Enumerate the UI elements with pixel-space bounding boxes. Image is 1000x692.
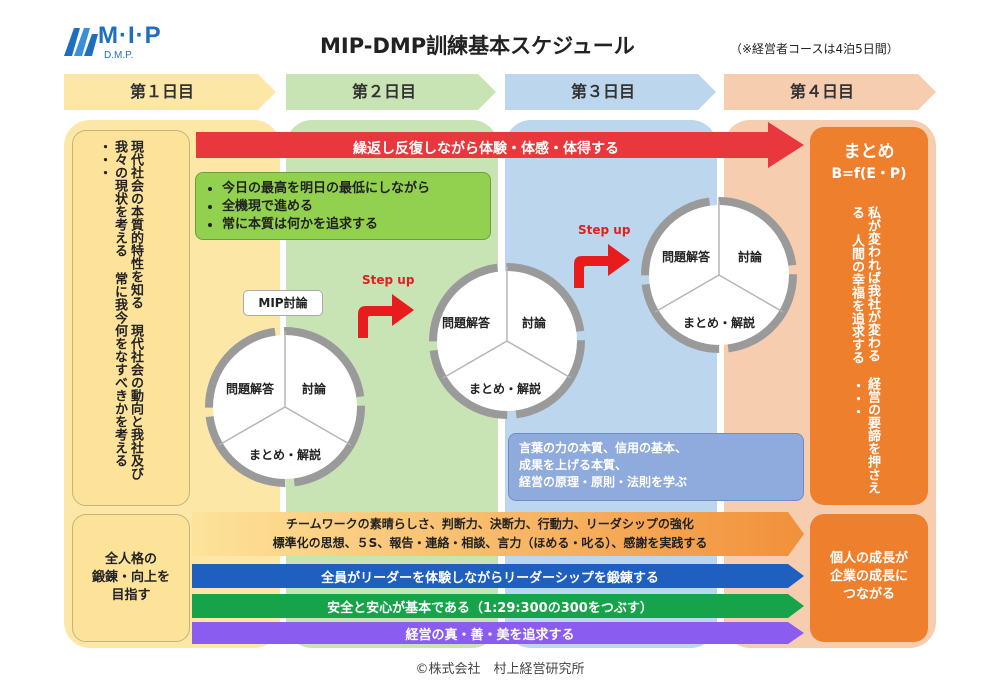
day3-arrow-shape: [505, 74, 716, 110]
right-bottom-box: 個人の成長が 企業の成長に つながる: [810, 514, 928, 642]
day2-label: 第２日目: [351, 82, 416, 101]
right-top-line-3: 人間の幸福を追求する: [849, 234, 864, 364]
teamwork-banner-text: チームワークの素晴らしさ、判断力、決断力、行動力、リーダシップの強化 標準化の思…: [192, 515, 788, 553]
left-bottom-line: 目指す: [111, 588, 151, 603]
cycle2-discussion-label: 討論: [521, 316, 546, 330]
day3-box-line: 成果を上げる本質、: [519, 458, 628, 472]
copyright-footer: ©株式会社 村上経営研究所: [415, 662, 585, 677]
course-note: （※経営者コースは4泊5日間）: [730, 42, 899, 56]
cycle3-discussion-label: 討論: [737, 250, 762, 264]
day4-arrow-shape: [724, 74, 936, 110]
day1-label: 第１日目: [129, 82, 194, 101]
cycle1-problem-label: 問題解答: [225, 382, 274, 396]
cycle2-problem-label: 問題解答: [441, 316, 490, 330]
left-top-text: 現代社会の本質的特性を知る 現代社会の動向と我社及び我々の現状を考える 常に我今…: [95, 140, 143, 490]
left-bottom-line: 鍛錬・向上を: [91, 570, 170, 585]
bullet-item: 常に本質は何かを追求する: [222, 216, 490, 234]
cycle-diagram-3: [641, 197, 797, 353]
teamwork-line: 標準化の思想、５S、報告・連絡・相談、言力（ほめる・叱る）、感謝を実践する: [272, 536, 708, 550]
management-banner-text: 経営の真・善・美を追求する: [405, 628, 575, 643]
bullet-item: 今日の最高を明日の最低にしながら: [222, 180, 490, 198]
left-top-dots: ・・・: [96, 140, 111, 179]
cycle1-summary-label: まとめ・解説: [248, 448, 321, 462]
mip-discussion-label: MIP討論: [243, 290, 323, 316]
leadership-banner-shape: [192, 564, 804, 588]
stepup-arrow-2-icon: [574, 244, 630, 288]
stepup-label-1: Step up: [362, 273, 415, 287]
cycle1-discussion-label: 討論: [301, 382, 326, 396]
leadership-banner-text: 全員がリーダーを体験しながらリーダーシップを鍛錬する: [321, 571, 659, 586]
right-top-text: 私が変われば我社が変わる 経営の要諦を押さえる 人間の幸福を追求する ・・・: [848, 206, 880, 496]
logo-subtext: D.M.P.: [104, 50, 134, 61]
right-bottom-line: つながる: [842, 587, 895, 602]
right-top-line-1: 私が変われば我社が変わる: [865, 206, 880, 362]
summary-title: まとめ: [843, 142, 895, 162]
right-top-box: [810, 127, 928, 505]
cycle3-summary-label: まとめ・解説: [682, 316, 755, 330]
day4-label: 第４日目: [789, 82, 854, 101]
teamwork-line: チームワークの素晴らしさ、判断力、決断力、行動力、リーダシップの強化: [286, 517, 694, 531]
bottom-banner-arrows: [192, 512, 804, 644]
left-top-line-3: 常に我今何をなすべきかを考える: [112, 272, 127, 467]
day3-learning-box: 言葉の力の本質、信用の基本、 成果を上げる本質、 経営の原理・原則・法則を学ぶ: [508, 433, 804, 501]
cycle-diagram-1: [205, 327, 365, 487]
bullet-item: 全機現で進める: [222, 198, 490, 216]
page-title: MIP-DMP訓練基本スケジュール: [320, 34, 635, 58]
day2-arrow-shape: [286, 74, 496, 110]
right-top-line-2: 経営の要諦を押さえる: [849, 206, 880, 494]
cycle2-summary-label: まとめ・解説: [468, 382, 541, 396]
bullets-box: 今日の最高を明日の最低にしながら 全機現で進める 常に本質は何かを追求する: [195, 172, 491, 240]
left-bottom-line: 全人格の: [104, 552, 157, 567]
left-top-line-2: 現代社会の動向と我社及び我々の現状を考える: [112, 140, 143, 480]
safety-banner-shape: [192, 594, 804, 618]
top-banner-text: 繰返し反復しながら体験・体感・体得する: [353, 141, 619, 157]
day3-label: 第３日目: [570, 82, 635, 101]
right-bottom-line: 個人の成長が: [829, 551, 908, 566]
left-top-line-1: 現代社会の本質的特性を知る: [128, 140, 143, 309]
day1-arrow-shape: [64, 74, 276, 110]
teamwork-banner-shape: [192, 512, 804, 556]
day-header-arrows: [64, 74, 936, 110]
management-banner-shape: [192, 622, 804, 644]
left-top-box: [72, 130, 190, 506]
logo: M·I·P D.M.P.: [64, 22, 164, 62]
right-bottom-line: 企業の成長に: [829, 569, 908, 584]
top-banner-arrow: [196, 122, 804, 168]
logo-mark-icon: [64, 28, 98, 56]
cycle3-problem-label: 問題解答: [661, 250, 710, 264]
stepup-label-2: Step up: [578, 223, 631, 237]
day3-box-line: 経営の原理・原則・法則を学ぶ: [519, 475, 688, 489]
cycle-diagram-2: [429, 263, 585, 419]
right-top-dots: ・・・: [849, 379, 864, 418]
day3-box-line: 言葉の力の本質、信用の基本、: [519, 441, 688, 455]
safety-banner-text: 安全と安心が基本である（1:29:300の300をつぶす）: [327, 601, 653, 616]
stepup-arrow-1-icon: [358, 294, 414, 338]
summary-formula: B=f(E・P): [831, 166, 907, 182]
left-bottom-box: 全人格の 鍛錬・向上を 目指す: [72, 514, 190, 642]
logo-text: M·I·P: [98, 22, 162, 49]
